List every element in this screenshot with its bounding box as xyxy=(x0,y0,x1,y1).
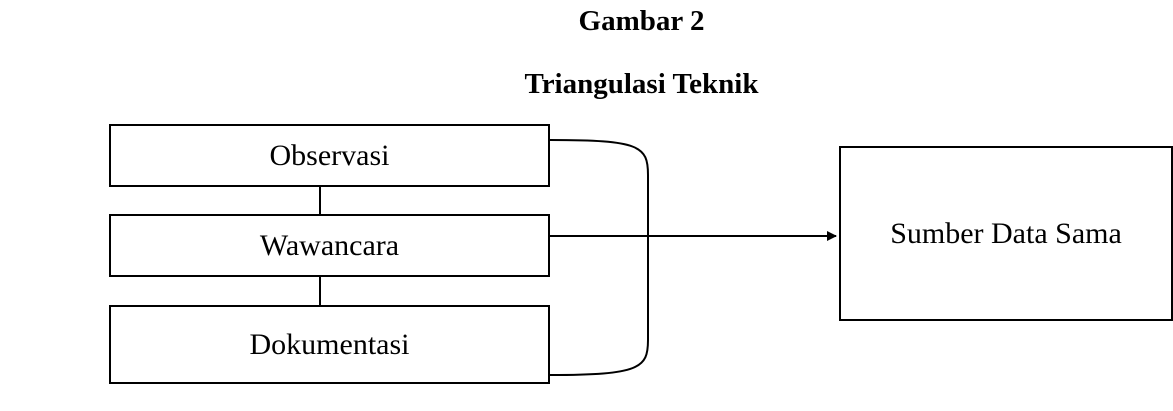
technique-box-dokumentasi: Dokumentasi xyxy=(109,305,550,384)
technique-label: Dokumentasi xyxy=(249,327,410,361)
figure-number: Gambar 2 xyxy=(578,5,705,37)
technique-label: Wawancara xyxy=(259,228,400,262)
bracket-curve xyxy=(549,139,649,376)
target-label: Sumber Data Sama xyxy=(890,216,1122,250)
technique-label: Observasi xyxy=(269,138,390,172)
technique-box-observasi: Observasi xyxy=(109,124,550,187)
figure-title: Triangulasi Teknik xyxy=(524,68,759,100)
technique-box-wawancara: Wawancara xyxy=(109,214,550,277)
target-box-sumber-data: Sumber Data Sama xyxy=(839,146,1173,321)
